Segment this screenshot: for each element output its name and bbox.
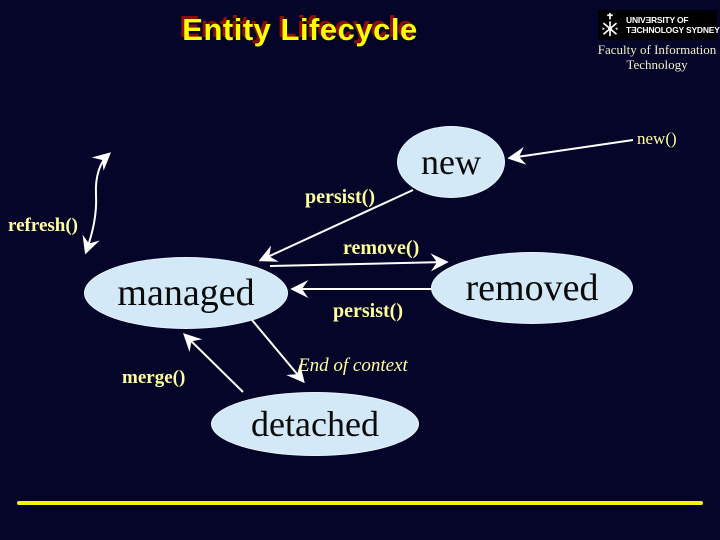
faculty-line2: Technology	[626, 57, 688, 72]
arrow-refresh-self-loop	[82, 152, 112, 255]
state-label-removed: removed	[465, 267, 599, 309]
state-ellipse-detached: detached	[212, 393, 418, 455]
uts-logo: UNIVƎRSITY OF TƎCHNOLOGY SYDNEY	[598, 10, 720, 40]
state-label-managed: managed	[117, 272, 255, 314]
slide-title: Entity Lifecycle	[182, 12, 418, 47]
state-label-new: new	[421, 142, 481, 182]
state-ellipse-removed: removed	[432, 253, 632, 323]
transition-label-remove: remove()	[343, 237, 420, 259]
transition-label-persist-bottom: persist()	[333, 300, 403, 322]
uts-emblem-icon	[602, 12, 618, 37]
logo-wordmark: UNIVƎRSITY OF TƎCHNOLOGY SYDNEY	[626, 15, 720, 35]
arrow-merge-detached-to-managed	[183, 333, 244, 393]
arrow-remove-managed-to-removed	[269, 253, 449, 272]
transition-label-merge: merge()	[122, 367, 186, 388]
state-ellipse-new: new	[398, 127, 504, 197]
faculty-line1: Faculty of Information	[597, 42, 717, 57]
bottom-rule	[17, 501, 703, 505]
transition-label-refresh: refresh()	[8, 215, 78, 236]
transition-label-end-of-context: End of context	[298, 355, 408, 376]
logo-line2: TƎCHNOLOGY SYDNEY	[626, 25, 720, 35]
faculty-label: Faculty of Information Technology	[596, 42, 718, 72]
arrow-endofcontext-managed-to-detached	[251, 319, 305, 384]
state-label-detached: detached	[251, 404, 379, 444]
transition-label-new: new()	[637, 129, 677, 148]
transition-label-persist-top: persist()	[305, 186, 375, 208]
arrow-new-call	[507, 139, 634, 165]
logo-line1: UNIVƎRSITY OF	[626, 15, 689, 25]
state-ellipse-managed: managed	[85, 258, 287, 328]
